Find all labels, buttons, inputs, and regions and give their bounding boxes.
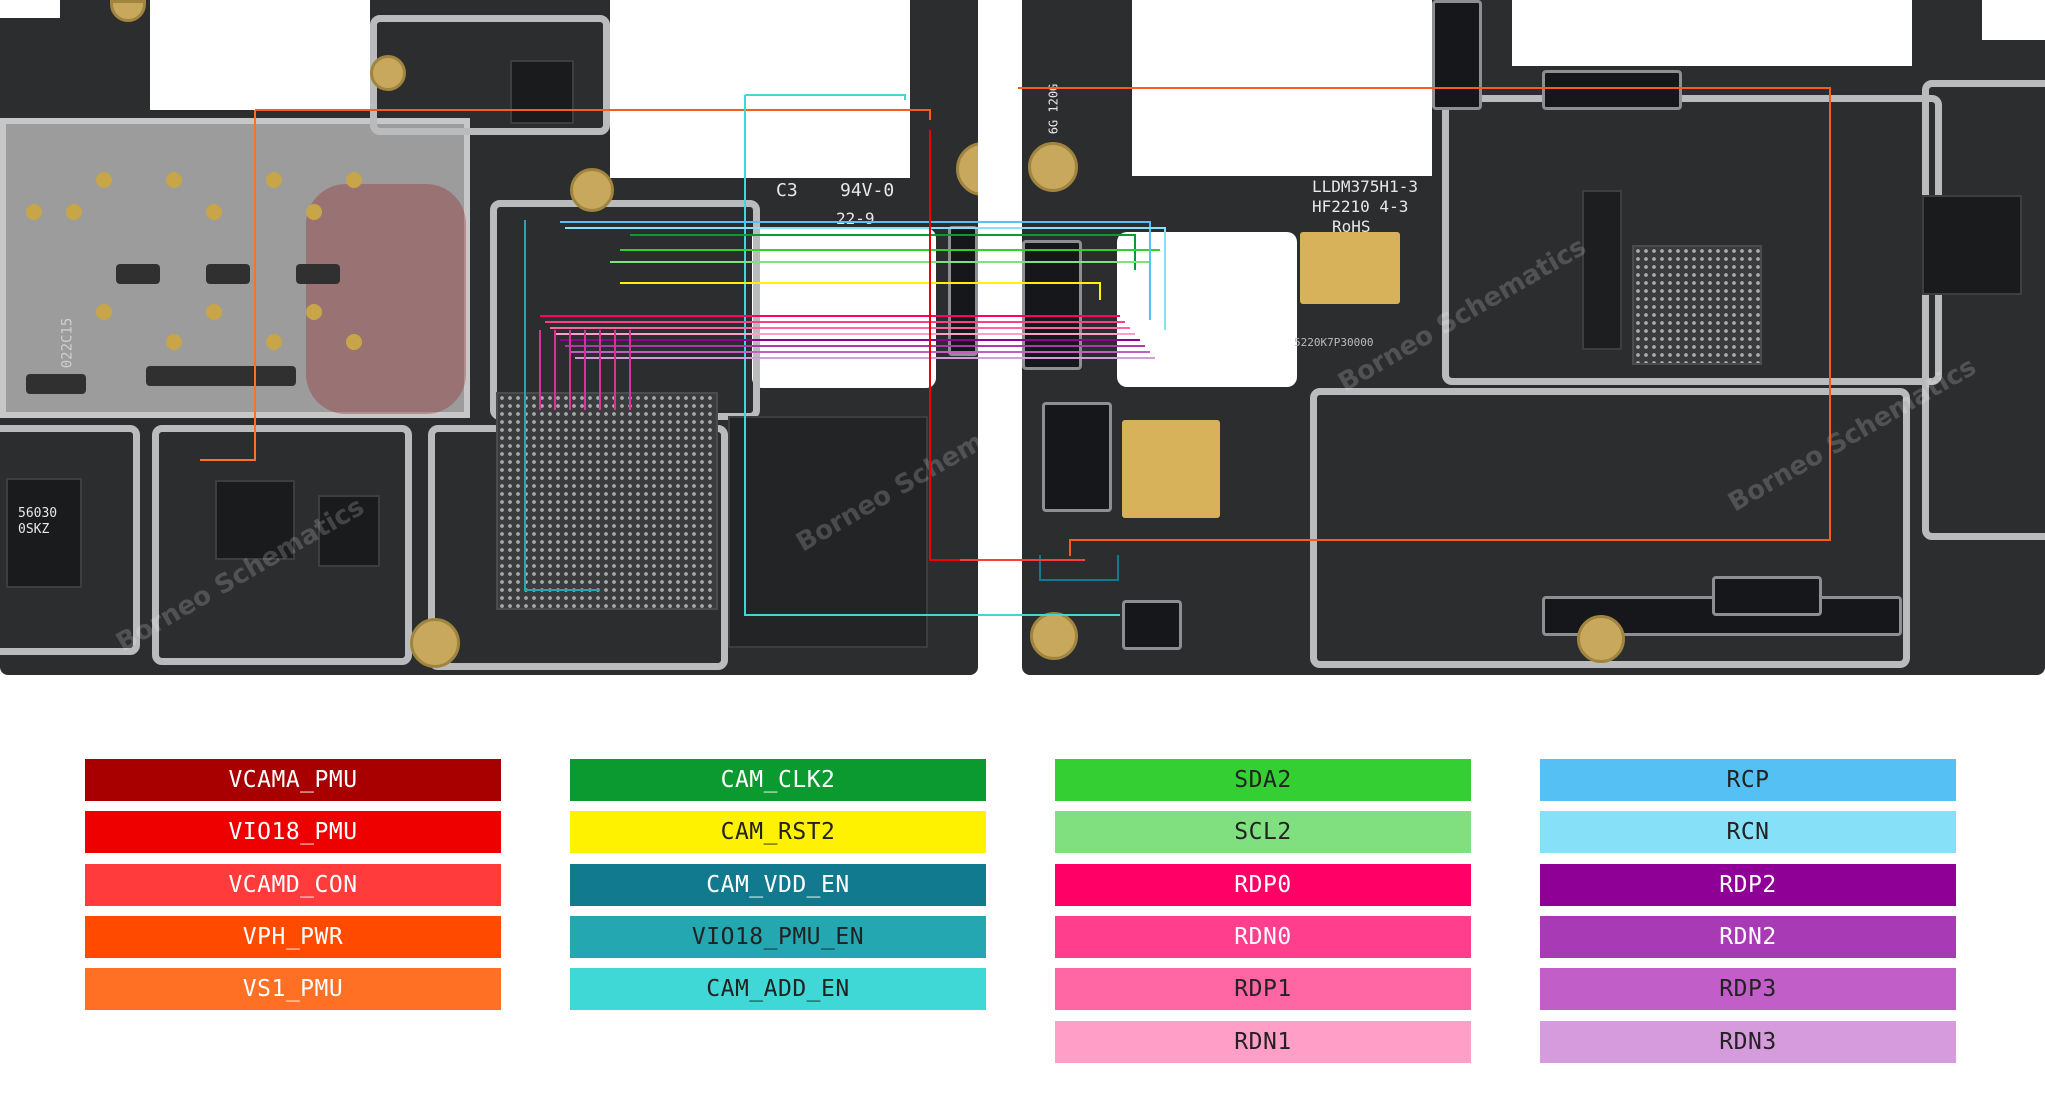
legend-item-sda2: SDA2	[1055, 759, 1471, 801]
trace-vph-pwr	[255, 109, 931, 120]
board-cutout	[1982, 0, 2045, 40]
trace-vcama-pmu	[1018, 87, 1831, 556]
silk-model: LLDM375H1-3	[1312, 177, 1418, 196]
legend-item-rdp3: RDP3	[1540, 968, 1956, 1010]
legend-item-cam-clk2: CAM_CLK2	[570, 759, 986, 801]
mounting-hole	[370, 55, 406, 91]
silk-c3: C3	[776, 180, 798, 201]
legend-item-rdn2: RDN2	[1540, 916, 1956, 958]
ic-chip	[1922, 195, 2022, 295]
left-pcb-board: 022C15 56030 0SKZ C3 94V-0 22-9 Borneo S…	[0, 0, 978, 675]
mounting-hole	[110, 0, 146, 22]
legend-item-rdn0: RDN0	[1055, 916, 1471, 958]
legend-item-rdn1: RDN1	[1055, 1021, 1471, 1063]
fpc-connector	[1712, 576, 1822, 616]
board-cutout	[0, 0, 60, 18]
power-chip	[318, 495, 380, 567]
mounting-hole	[1030, 612, 1078, 660]
legend-item-rdn3: RDN3	[1540, 1021, 1956, 1063]
legend-item-rdp2: RDP2	[1540, 864, 1956, 906]
signal-traces	[200, 87, 1831, 616]
mounting-hole	[1028, 142, 1078, 192]
legend-item-vio18-pmu-en: VIO18_PMU_EN	[570, 916, 986, 958]
soc-bga-pads	[496, 392, 718, 610]
sim-card-tray: 022C15	[0, 118, 470, 418]
trace-cam-vdd-en	[1039, 555, 1119, 581]
bga-pads	[1632, 245, 1762, 365]
memory-chip	[728, 416, 928, 648]
fpc-connector	[1542, 70, 1682, 110]
shield-frame	[1310, 388, 1910, 668]
small-chip	[215, 480, 295, 560]
legend-item-rcp: RCP	[1540, 759, 1956, 801]
legend-item-rcn: RCN	[1540, 811, 1956, 853]
board-cutout	[1512, 0, 1912, 66]
mounting-hole	[570, 168, 614, 212]
pmic-chip: 56030 0SKZ	[6, 478, 82, 588]
shield-frame	[1922, 80, 2045, 540]
right-pcb-board: LLDM375H1-3 HF2210 4-3 RoHS 5220K7P30000…	[1022, 0, 2045, 675]
trace-vio18-fanout	[539, 330, 631, 410]
small-chip	[510, 60, 574, 124]
trace-cam-add-en	[744, 94, 1120, 616]
trace-vio18-en	[524, 220, 600, 591]
legend-item-vph-pwr: VPH_PWR	[85, 916, 501, 958]
gold-pad	[1122, 420, 1220, 518]
legend-item-vs1-pmu: VS1_PMU	[85, 968, 501, 1010]
silk-rohs: RoHS	[1332, 217, 1371, 236]
board-cutout	[752, 228, 936, 388]
board-cutout	[610, 0, 910, 178]
silk-small: 5220K7P30000	[1294, 336, 1374, 349]
silk-rating: 94V-0	[840, 180, 895, 201]
fpc-connector	[1432, 0, 1482, 110]
legend-item-cam-vdd-en: CAM_VDD_EN	[570, 864, 986, 906]
gold-pad	[1300, 232, 1400, 304]
legend-item-scl2: SCL2	[1055, 811, 1471, 853]
trace-cam-clk2	[630, 234, 1136, 270]
legend-item-vcama-pmu: VCAMA_PMU	[85, 759, 501, 801]
trace-vs1-pmu	[200, 110, 256, 461]
shield-frame	[0, 425, 140, 655]
mounting-hole	[410, 618, 460, 668]
chip-label: 56030 0SKZ	[18, 506, 58, 537]
trace-rcn	[565, 227, 1166, 330]
legend-item-cam-rst2: CAM_RST2	[570, 811, 986, 853]
ic-chip	[1582, 190, 1622, 350]
board-cutout	[1117, 232, 1297, 387]
shield-frame	[152, 425, 412, 665]
silk-code: HF2210 4-3	[1312, 197, 1409, 216]
legend-item-cam-add-en: CAM_ADD_EN	[570, 968, 986, 1010]
legend-item-rdp1: RDP1	[1055, 968, 1471, 1010]
fpc-connector	[1042, 402, 1112, 512]
legend-item-rdp0: RDP0	[1055, 864, 1471, 906]
trace-cam-rst2	[620, 282, 1101, 300]
legend-item-vio18-pmu: VIO18_PMU	[85, 811, 501, 853]
mounting-hole	[1577, 615, 1625, 663]
trace-rcp	[560, 221, 1151, 320]
legend-item-vcamd-con: VCAMD_CON	[85, 864, 501, 906]
fpc-connector	[1122, 600, 1182, 650]
board-cutout	[150, 0, 370, 110]
